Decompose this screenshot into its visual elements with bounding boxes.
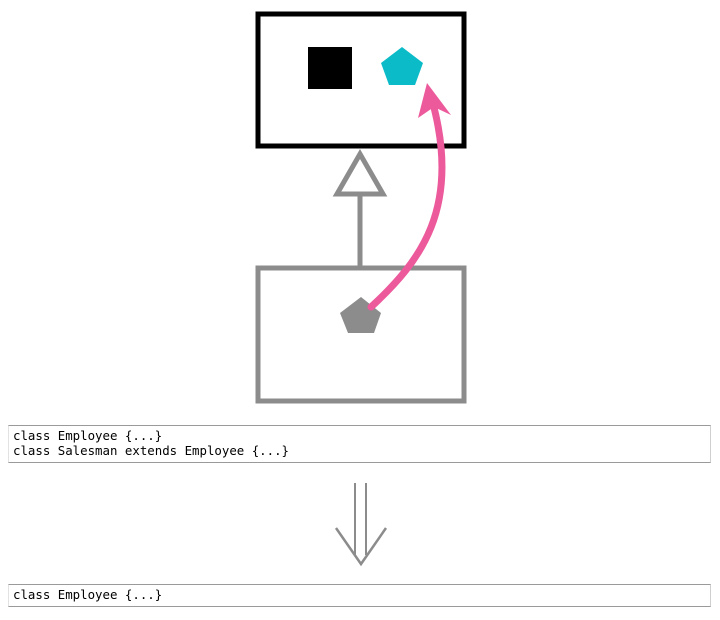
inheritance-triangle-icon [332,148,388,197]
down-arrow-icon [334,483,388,567]
pentagon-icon [381,47,423,85]
subclass-box [255,265,467,404]
move-arrow-curve [367,96,446,311]
move-arrow-head-icon [418,83,451,118]
code-before: class Employee {...} class Salesman exte… [8,425,711,463]
code-line: class Salesman extends Employee {...} [13,442,290,458]
code-after: class Employee {...} [8,584,711,607]
code-line: class Employee {...} [13,587,163,602]
superclass-box [255,11,467,149]
square-icon [308,47,352,89]
code-line: class Employee {...} [13,428,163,443]
